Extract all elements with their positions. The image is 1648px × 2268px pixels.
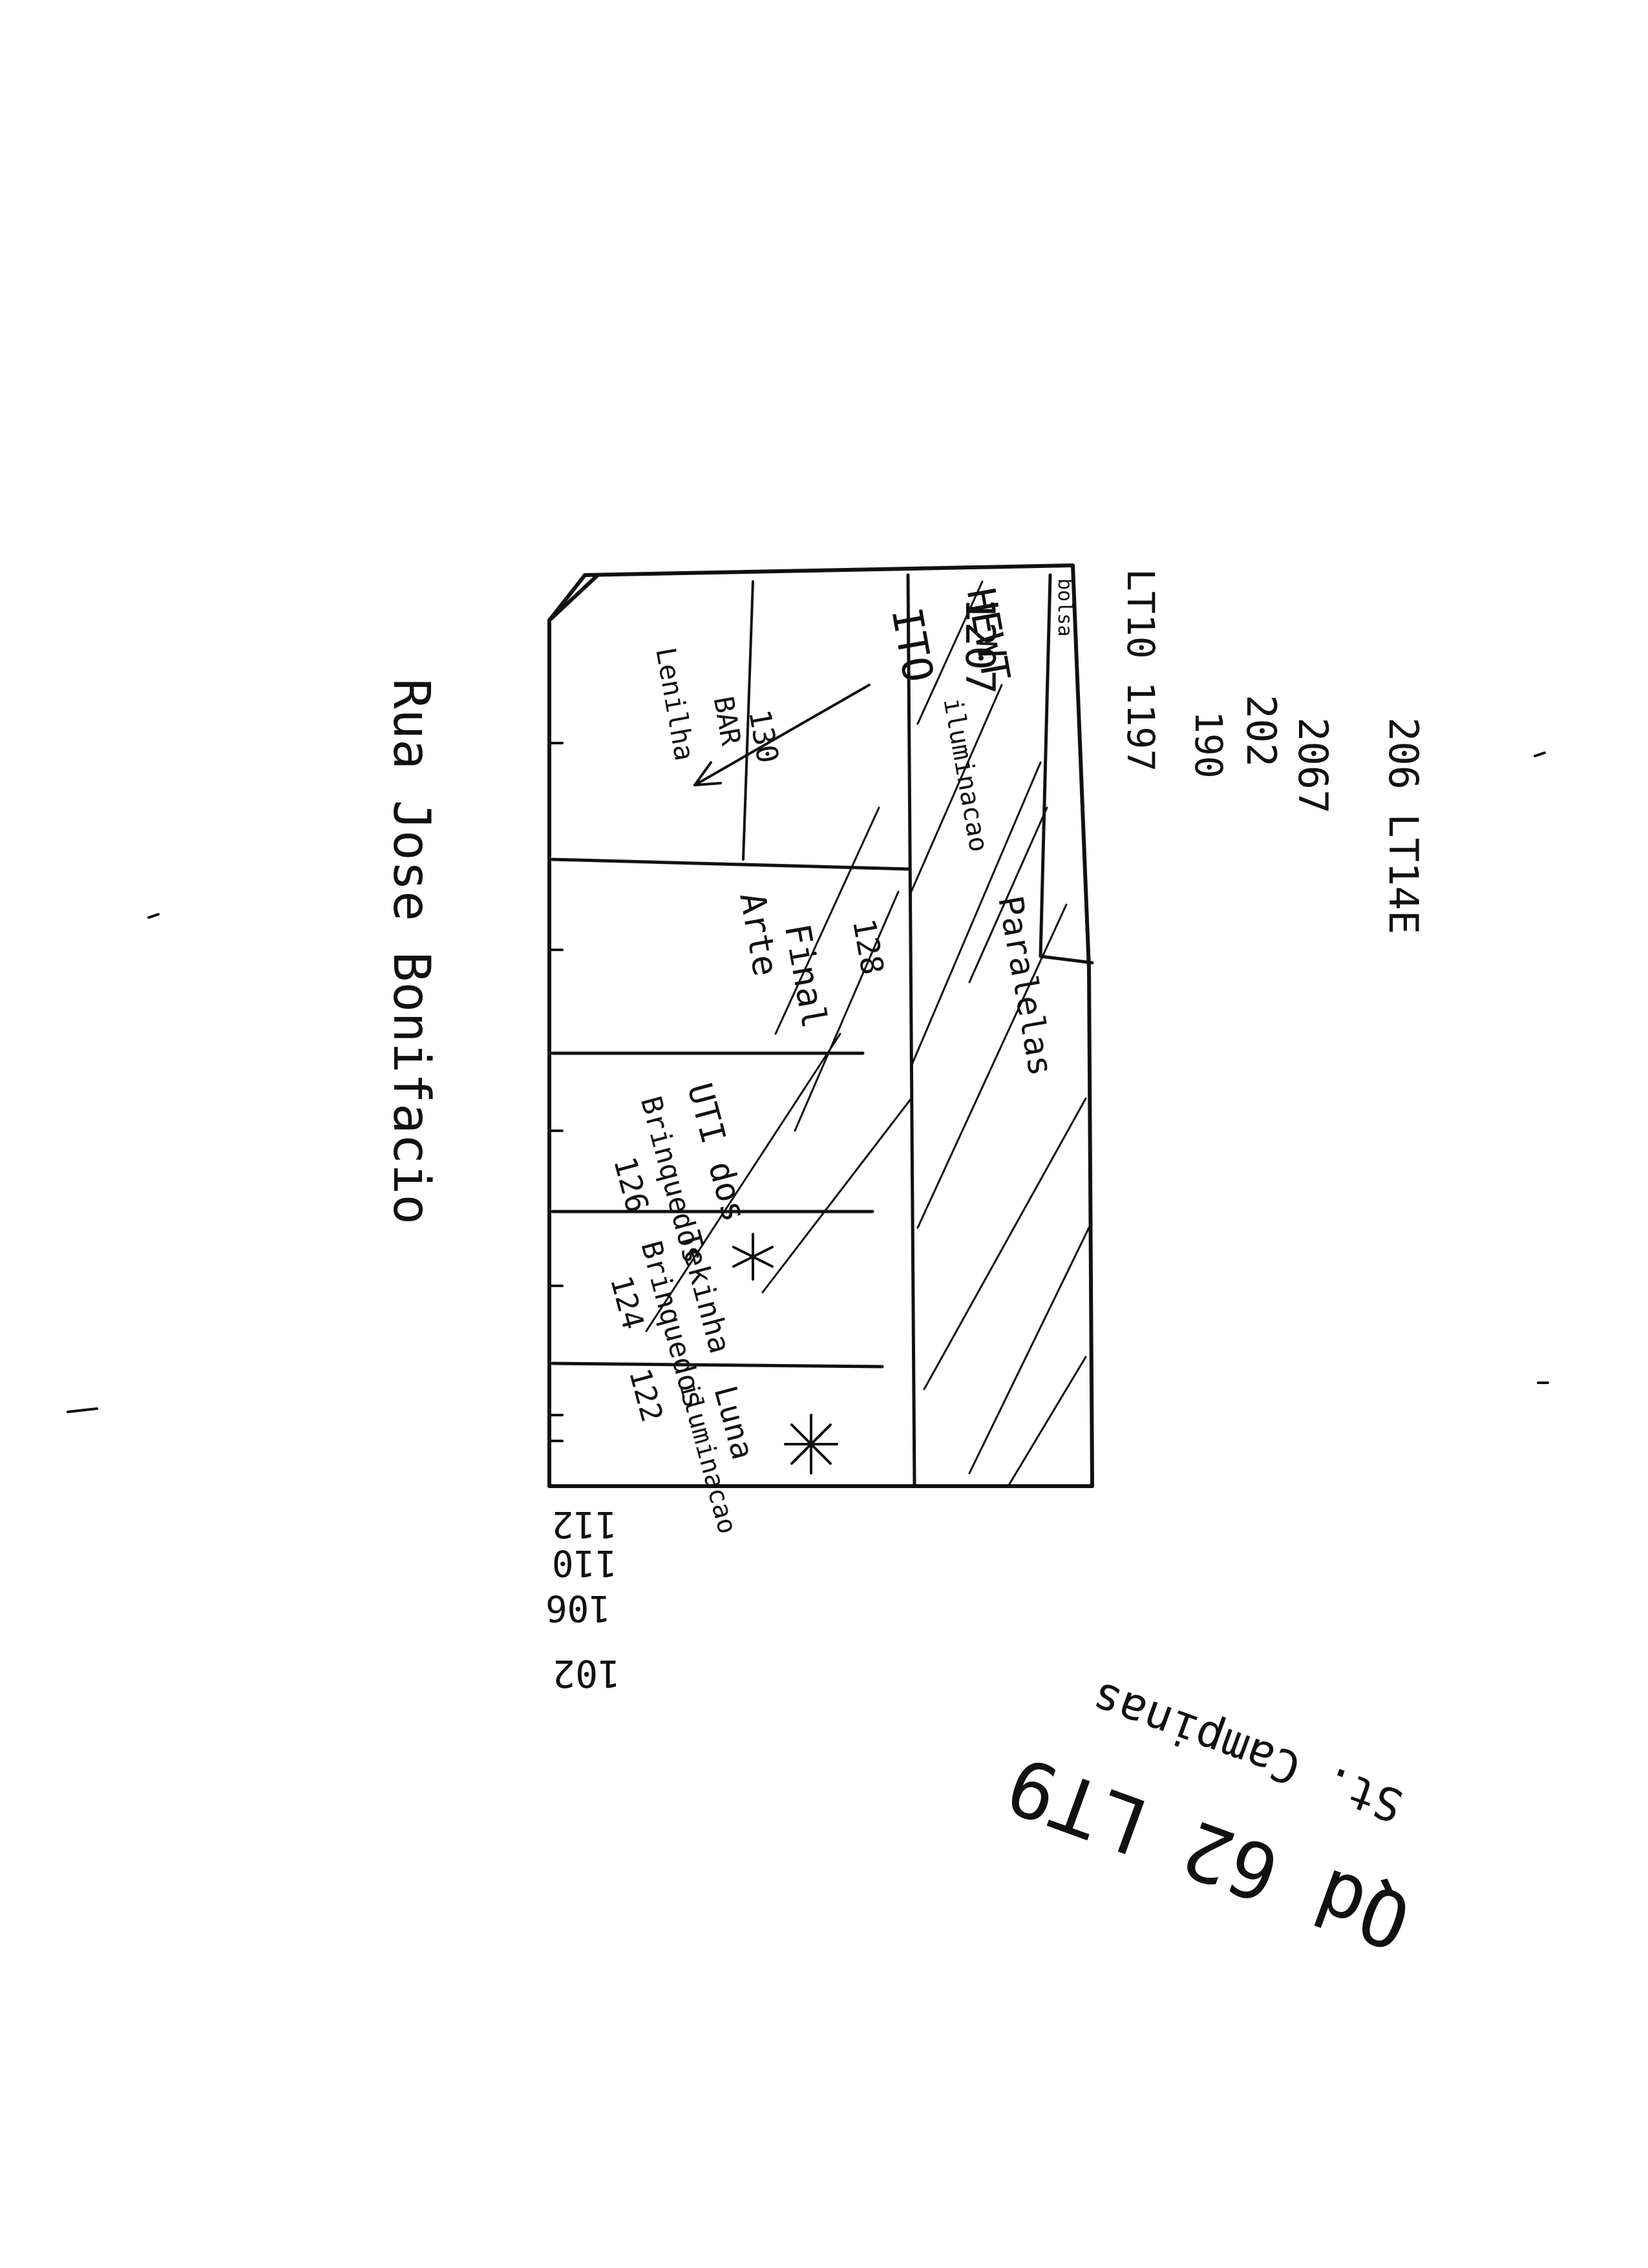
corner-store-line1: ITO <box>882 604 942 686</box>
back-corner-room <box>1039 573 1094 965</box>
signature: Qd 62 LT9 St. Campinas <box>996 1671 1422 1966</box>
store-number: 122 <box>622 1365 670 1425</box>
store-line2: BAR <box>708 694 748 748</box>
back-strip-line <box>906 573 916 1488</box>
starburst-icon <box>784 1414 838 1475</box>
bottom-number-2: 110 <box>552 1542 617 1584</box>
top-number-1: 206 LT14E <box>1380 717 1427 934</box>
store-128: Arte Final 128 <box>732 889 891 1031</box>
parcel-outline <box>547 563 1094 1488</box>
corner-arrow <box>693 684 871 786</box>
top-number-3: 202 <box>1238 695 1285 767</box>
scan-specks <box>67 751 1549 1413</box>
back-strip-corner: bolsa <box>1053 578 1076 636</box>
bottom-number-4: 102 <box>553 1652 620 1696</box>
store-name: Lenilha <box>650 645 701 763</box>
bottom-number-1: 112 <box>552 1503 617 1545</box>
bottom-number-3: 106 <box>545 1587 611 1629</box>
store-130: Lenilha BAR 130 <box>650 645 786 766</box>
back-strip-label: Paralelas <box>990 893 1060 1079</box>
division-1 <box>551 857 912 871</box>
store-number: 130 <box>742 707 786 766</box>
division-4 <box>551 1361 884 1369</box>
corner-edge <box>547 573 600 622</box>
top-numbers-2: 2067 <box>1289 717 1336 814</box>
top-number-4: 190 <box>1187 711 1231 779</box>
top-numbers-3: 202 <box>1238 695 1285 767</box>
corner-arrow-head <box>693 761 722 786</box>
top-number-5: LT10 1197 <box>1119 569 1163 772</box>
bottom-numbers: 112 110 106 102 <box>545 1503 620 1696</box>
hatching <box>645 580 1090 1487</box>
corner-store-line3: iluminacao <box>937 696 993 854</box>
top-numbers: 206 LT14E <box>1380 717 1427 934</box>
store-number: 126 <box>606 1153 656 1216</box>
back-strip-number: 1207 <box>956 598 1004 694</box>
top-numbers-5: LT10 1197 <box>1119 569 1163 772</box>
top-numbers-4: 190 <box>1187 711 1231 779</box>
corner-store-wall <box>742 580 754 861</box>
store-line2: Final <box>777 921 835 1031</box>
top-number-2: 2067 <box>1289 717 1336 814</box>
asterisk-icon <box>732 1233 774 1281</box>
frontage-ticks <box>548 742 564 1442</box>
street-label: Rua Jose Bonifacio <box>382 678 440 1224</box>
